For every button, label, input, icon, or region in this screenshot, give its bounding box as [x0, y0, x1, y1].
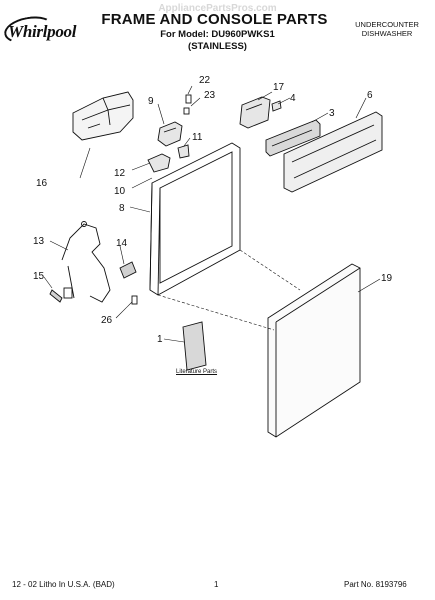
callout-22: 22 [199, 75, 211, 86]
part-12-bracket [147, 153, 171, 173]
part-16-bracket [72, 91, 134, 141]
watermark: AppliancePartsPros.com [158, 3, 277, 14]
callout-23: 23 [204, 90, 216, 101]
callout-15: 15 [33, 271, 45, 282]
part-11-clip [177, 144, 190, 159]
part-14-switch [119, 261, 137, 279]
callout-12: 12 [114, 168, 126, 179]
product-type-line2: DISHWASHER [361, 29, 413, 38]
part-26-clip [131, 295, 138, 305]
part-23-screw [183, 107, 190, 115]
callout-10: 10 [114, 186, 126, 197]
footer-part-number: Part No. 8193796 [344, 580, 407, 589]
callout-3: 3 [329, 108, 335, 119]
part-22-screw [185, 94, 192, 104]
callout-6: 6 [367, 90, 373, 101]
part-17-bracket [239, 96, 271, 129]
model-line: For Model: DU960PWKS1 [160, 29, 275, 40]
footer-print-info: 12 - 02 Litho In U.S.A. (BAD) [12, 580, 115, 589]
page-title-text: FRAME AND CONSOLE PARTS [101, 11, 328, 28]
brand-logo: Whirlpool [8, 22, 77, 41]
part-6-console [283, 111, 383, 193]
callout-13: 13 [33, 236, 45, 247]
part-4-clip [271, 100, 282, 112]
callout-14: 14 [116, 238, 128, 249]
callout-17: 17 [273, 82, 285, 93]
product-type-line1: UNDERCOUNTER [355, 20, 419, 29]
part-13-harness [61, 221, 111, 303]
footer-page-number: 1 [214, 580, 219, 589]
part-19-door-panel [267, 263, 361, 438]
callout-9: 9 [148, 96, 154, 107]
page-title: FRAME AND CONSOLE PARTS [0, 11, 435, 28]
callout-4: 4 [290, 93, 296, 104]
callout-26: 26 [101, 315, 113, 326]
callout-labels: 16 9 22 23 11 12 10 8 17 4 3 6 19 13 14 … [33, 75, 393, 345]
part-15-screw [49, 289, 63, 303]
part-9-bracket [157, 121, 183, 147]
literature-parts-label: Literature Parts [176, 369, 218, 375]
callout-16: 16 [36, 178, 48, 189]
callout-8: 8 [119, 203, 125, 214]
callout-19: 19 [381, 273, 393, 284]
leader-lines [43, 85, 381, 343]
part-1-literature [182, 321, 207, 371]
callout-11: 11 [192, 132, 203, 143]
callout-1: 1 [157, 334, 163, 345]
variant-line: (STAINLESS) [188, 41, 247, 52]
